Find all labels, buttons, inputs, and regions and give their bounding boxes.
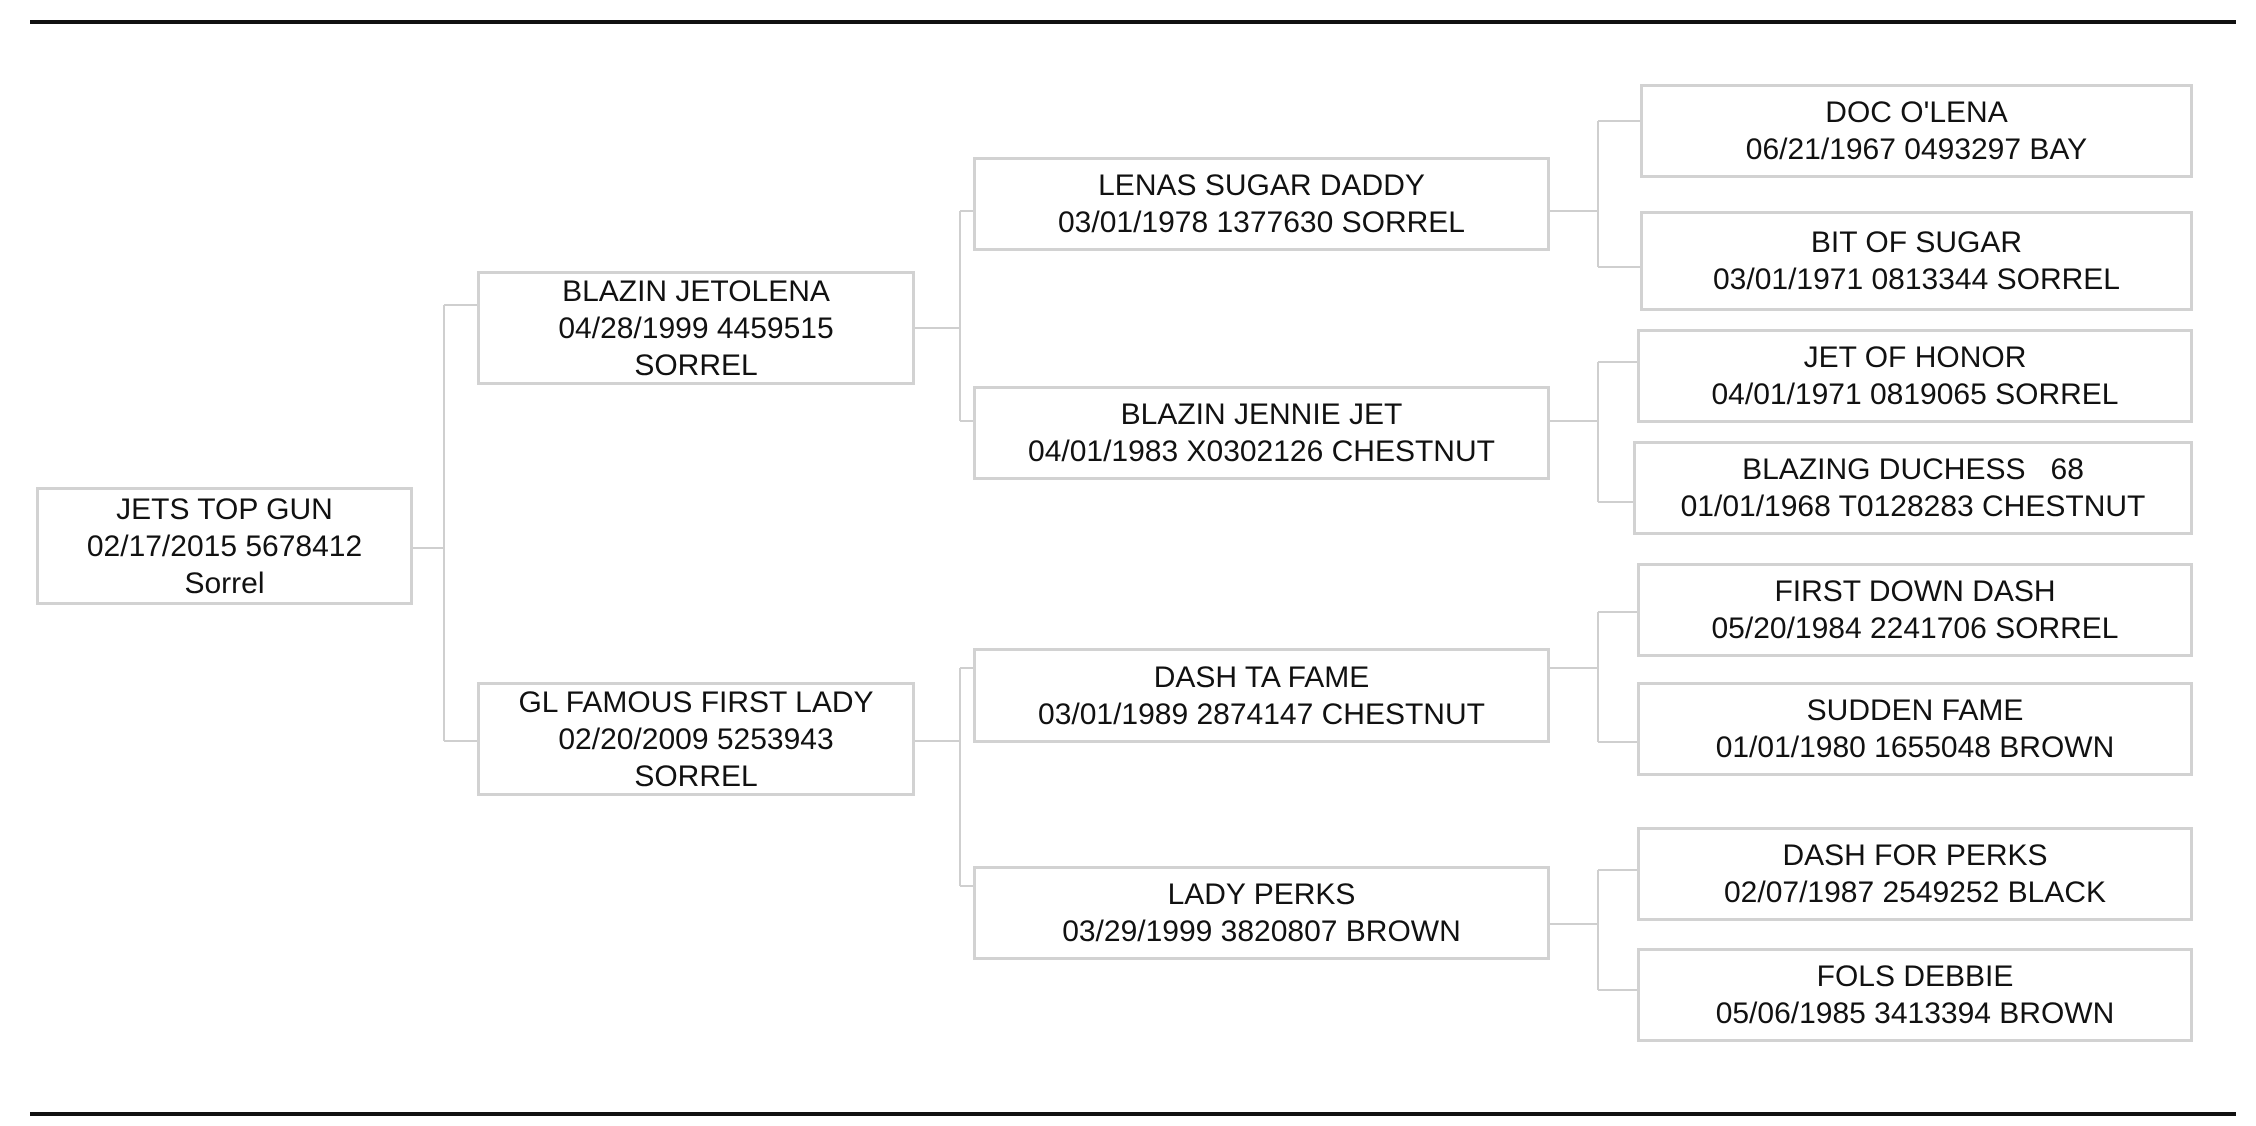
sire-dam-box: BLAZIN JENNIE JET 04/01/1983 X0302126 CH… [973, 386, 1550, 480]
horse-name: FIRST DOWN DASH [1774, 575, 2056, 608]
horse-details: 02/20/2009 5253943 [558, 722, 834, 756]
dam-dam-box: LADY PERKS 03/29/1999 3820807 BROWN [973, 866, 1550, 960]
horse-details: 04/28/1999 4459515 [558, 311, 834, 345]
horse-color: SORREL [634, 348, 758, 382]
horse-name: GL FAMOUS FIRST LADY [518, 685, 874, 719]
great-grandparent-box: BIT OF SUGAR 03/01/1971 0813344 SORREL [1640, 211, 2193, 311]
horse-color: Sorrel [184, 566, 265, 600]
horse-details: 04/01/1983 X0302126 CHESTNUT [1028, 435, 1495, 468]
horse-details: 03/01/1971 0813344 SORREL [1713, 263, 2120, 296]
dam-box: GL FAMOUS FIRST LADY 02/20/2009 5253943 … [477, 682, 915, 796]
horse-name: LENAS SUGAR DADDY [1098, 169, 1425, 202]
horse-details: 03/01/1989 2874147 CHESTNUT [1038, 697, 1485, 731]
horse-name: JETS TOP GUN [116, 492, 333, 526]
horse-details: 02/17/2015 5678412 [86, 529, 363, 563]
horse-details: 06/21/1967 0493297 BAY [1745, 133, 2088, 166]
top-rule [30, 20, 2236, 24]
horse-color: SORREL [634, 759, 758, 793]
great-grandparent-box: FOLS DEBBIE 05/06/1985 3413394 BROWN [1637, 948, 2193, 1042]
sire-sire-box: LENAS SUGAR DADDY 03/01/1978 1377630 SOR… [973, 157, 1550, 251]
horse-details: 02/07/1987 2549252 BLACK [1724, 876, 2106, 909]
horse-name: BLAZING DUCHESS 68 [1742, 453, 2084, 486]
horse-details: 03/29/1999 3820807 BROWN [1062, 915, 1461, 948]
bottom-rule [30, 1112, 2236, 1116]
horse-name: SUDDEN FAME [1806, 694, 2024, 727]
horse-name: FOLS DEBBIE [1816, 960, 2014, 993]
great-grandparent-box: FIRST DOWN DASH 05/20/1984 2241706 SORRE… [1637, 563, 2193, 657]
horse-details: 03/01/1978 1377630 SORREL [1058, 206, 1465, 239]
great-grandparent-box: JET OF HONOR 04/01/1971 0819065 SORREL [1637, 329, 2193, 423]
horse-name: BLAZIN JENNIE JET [1120, 398, 1403, 431]
horse-name: BLAZIN JETOLENA [562, 274, 830, 308]
horse-name: LADY PERKS [1167, 878, 1356, 911]
great-grandparent-box: DASH FOR PERKS 02/07/1987 2549252 BLACK [1637, 827, 2193, 921]
dam-sire-box: DASH TA FAME 03/01/1989 2874147 CHESTNUT [973, 648, 1550, 743]
horse-name: JET OF HONOR [1803, 341, 2027, 374]
horse-name: DOC O'LENA [1825, 96, 2008, 129]
horse-name: DASH TA FAME [1153, 660, 1370, 694]
horse-name: BIT OF SUGAR [1810, 226, 2023, 259]
horse-details: 01/01/1968 T0128283 CHESTNUT [1680, 490, 2146, 523]
horse-details: 05/06/1985 3413394 BROWN [1715, 997, 2115, 1030]
horse-name: DASH FOR PERKS [1782, 839, 2048, 872]
horse-details: 01/01/1980 1655048 BROWN [1715, 731, 2115, 764]
horse-details: 05/20/1984 2241706 SORREL [1711, 612, 2119, 645]
sire-box: BLAZIN JETOLENA 04/28/1999 4459515 SORRE… [477, 271, 915, 385]
great-grandparent-box: DOC O'LENA 06/21/1967 0493297 BAY [1640, 84, 2193, 178]
horse-details: 04/01/1971 0819065 SORREL [1711, 378, 2119, 411]
subject-horse-box: JETS TOP GUN 02/17/2015 5678412 Sorrel [36, 487, 413, 605]
great-grandparent-box: BLAZING DUCHESS 68 01/01/1968 T0128283 C… [1633, 441, 2193, 535]
great-grandparent-box: SUDDEN FAME 01/01/1980 1655048 BROWN [1637, 682, 2193, 776]
